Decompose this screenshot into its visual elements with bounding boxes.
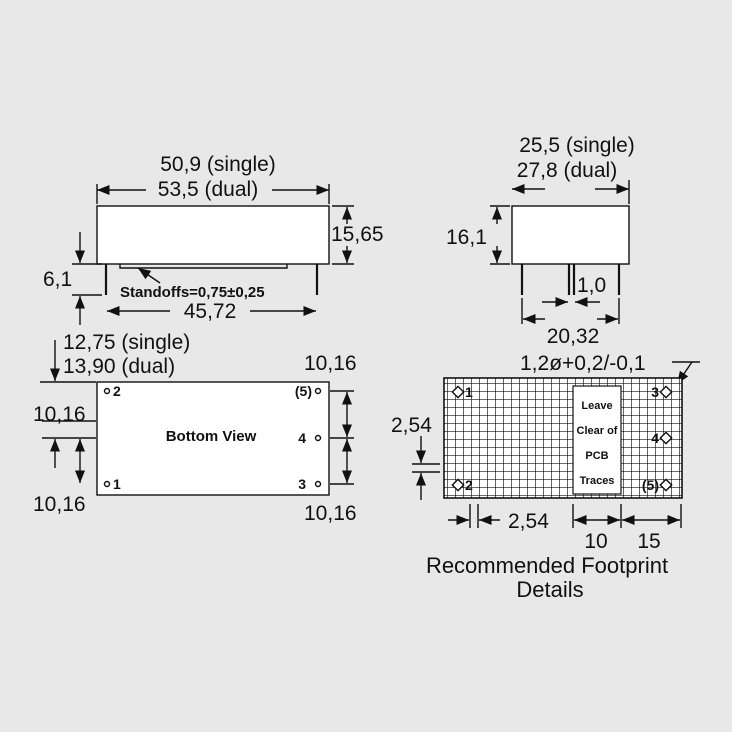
hole-size-label: 1,2ø+0,2/-0,1	[520, 352, 646, 375]
pad-4-label: 4	[651, 430, 659, 446]
footprint-caption-2: Details	[516, 577, 583, 602]
pad-1-label: 1	[465, 384, 473, 400]
pad-3-label: 3	[651, 384, 659, 400]
bottom-module-body	[96, 381, 330, 496]
keepout-box	[572, 385, 622, 495]
keepout-line-1: Leave	[581, 400, 612, 412]
pad-2	[451, 478, 465, 492]
keepout-line-2: Clear of	[577, 425, 618, 437]
bottom-offset-dual: 13,90 (dual)	[63, 355, 175, 378]
bottom-pin-4-dot	[314, 434, 322, 442]
pad-5-label: (5)	[642, 477, 659, 493]
bottom-pin-4-label: 4	[298, 430, 306, 446]
top-height-label: 15,65	[331, 223, 384, 246]
bottom-right-bottom-label: 10,16	[304, 502, 357, 525]
bottom-left-mid-label: 10,16	[33, 403, 86, 426]
side-width-single: 25,5 (single)	[519, 134, 635, 157]
bottom-right-top-label: 10,16	[304, 352, 357, 375]
footprint-caption-1: Recommended Footprint	[426, 553, 668, 578]
standoff-leader	[137, 267, 161, 284]
top-module-body	[96, 205, 330, 265]
top-pin-length-label: 6,1	[43, 268, 72, 291]
pad-3	[659, 385, 673, 399]
top-width-single: 50,9 (single)	[160, 153, 276, 176]
top-standoff	[119, 264, 288, 269]
bottom-pin-1-dot	[103, 480, 111, 488]
side-height-label: 16,1	[446, 226, 487, 249]
pad-4	[659, 431, 673, 445]
bottom-view: 12,75 (single) 13,90 (dual) Bottom View …	[33, 331, 357, 525]
keepout-line-4: Traces	[580, 475, 615, 487]
pad-5	[659, 478, 673, 492]
bottom-pin-5-dot	[314, 387, 322, 395]
pad-1	[451, 385, 465, 399]
dim-10-label: 10	[584, 530, 607, 553]
pitch-v-label: 2,54	[391, 414, 432, 437]
bottom-pin-2-dot	[103, 387, 111, 395]
bottom-pin-2-label: 2	[113, 383, 121, 399]
bottom-pin-3-label: 3	[298, 476, 306, 492]
pin-pitch-label: 1,0	[577, 274, 606, 297]
bottom-offset-single: 12,75 (single)	[63, 331, 190, 354]
bottom-view-title: Bottom View	[166, 428, 257, 445]
dim-15-label: 15	[637, 530, 660, 553]
top-view: 50,9 (single) 53,5 (dual) 15,65 6,1 Stan…	[43, 153, 384, 325]
pitch-h-label: 2,54	[508, 510, 549, 533]
pad-2-label: 2	[465, 477, 473, 493]
side-view: 25,5 (single) 27,8 (dual) 16,1 1,0 20,32	[446, 134, 635, 348]
bottom-pin-5-label: (5)	[295, 383, 312, 399]
bottom-left-bottom-label: 10,16	[33, 493, 86, 516]
side-module-body	[511, 205, 630, 265]
bottom-pin-3-dot	[314, 480, 322, 488]
pin-span-label: 45,72	[184, 300, 237, 323]
standoff-label: Standoffs=0,75±0,25	[120, 284, 265, 301]
keepout-line-3: PCB	[585, 450, 608, 462]
side-pin-span-label: 20,32	[547, 325, 600, 348]
footprint-grid	[443, 377, 683, 499]
top-width-dual: 53,5 (dual)	[158, 178, 258, 201]
side-width-dual: 27,8 (dual)	[517, 159, 617, 182]
footprint: 1,2ø+0,2/-0,1 Leave Clear of PCB Traces …	[391, 352, 700, 602]
bottom-pin-1-label: 1	[113, 476, 121, 492]
